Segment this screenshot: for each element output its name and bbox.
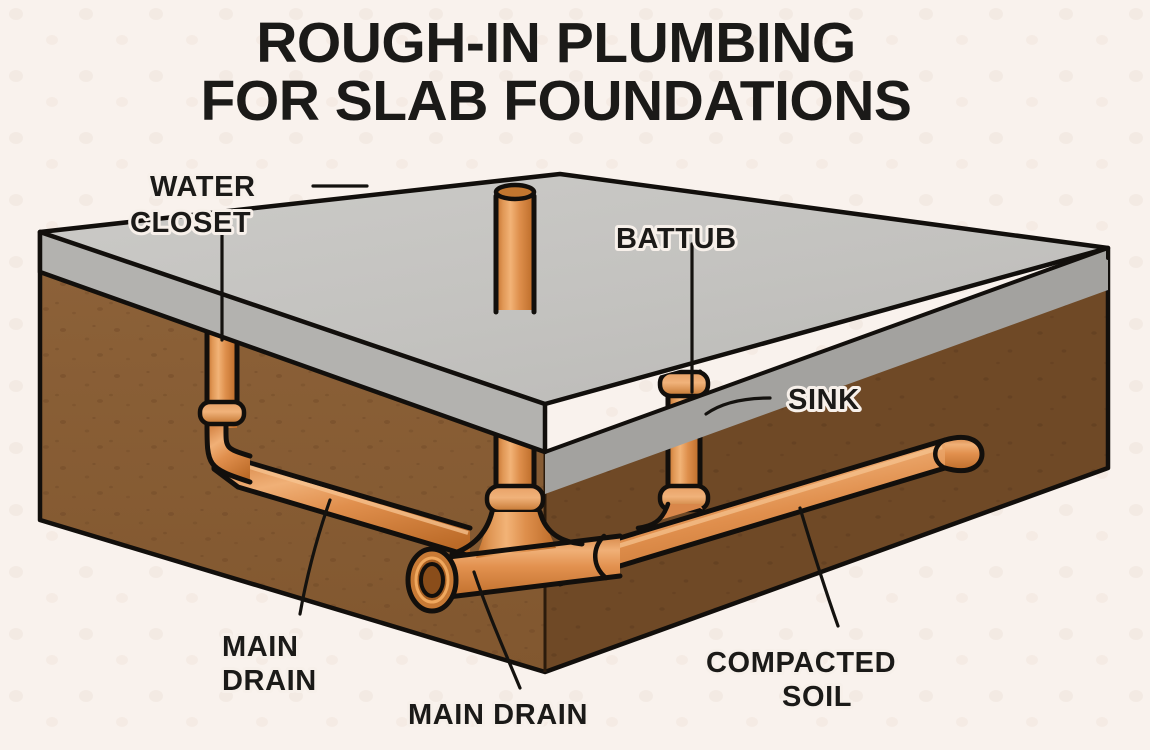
label-main-drain-bottom: MAIN DRAIN: [408, 699, 588, 731]
slab-front-band: [40, 232, 545, 452]
label-main-drain-left-line-2: DRAIN: [222, 665, 317, 697]
soil-right-texture: [545, 248, 1108, 672]
main-drain-left-highlight: [245, 464, 469, 535]
slab-top-face: [40, 174, 1108, 404]
concrete-slab: [37, 171, 1111, 494]
slab-right-band: [545, 248, 1108, 494]
main-drain-right-cap-seam: [933, 437, 948, 471]
slab-front-outline: [37, 229, 548, 455]
slab-right-outline: [543, 246, 1110, 454]
callout-labels: WATER CLOSET BATTUB SINK MAIN DRAIN MAIN…: [127, 168, 899, 734]
main-drain-open-end: [405, 546, 459, 614]
wc-collar-outline: [197, 399, 247, 427]
wc-elbow-outer: [204, 421, 253, 485]
leader-sink: [704, 396, 772, 416]
open-end-bore: [419, 562, 445, 598]
tee-barrel-bottom: [421, 573, 623, 603]
open-end-rim-outer: [405, 546, 459, 614]
main-drain-right-run: [557, 434, 985, 587]
tee-barrel: [424, 536, 620, 600]
wc-collar-body: [200, 402, 244, 424]
wc-elbow-inner: [223, 421, 253, 459]
label-bathtub: BATTUB: [616, 223, 737, 255]
bathtub-saddle-outline: [635, 501, 671, 531]
bathtub-top-collar-body: [660, 372, 708, 396]
main-drain-left-body: [214, 452, 470, 556]
tee-barrel-top: [421, 533, 623, 563]
main-drain-right-bottom: [557, 465, 948, 587]
center-stack-opening-fill: [496, 185, 534, 199]
tee-hub-seam: [593, 533, 609, 581]
tee-branch-left-fillet: [449, 509, 495, 557]
label-compacted-soil-line-1: COMPACTED: [706, 647, 896, 679]
main-drain-right-cap: [945, 437, 982, 471]
leader-main-drain-left: [298, 498, 332, 616]
title-block: ROUGH-IN PLUMBING FOR SLAB FOUNDATIONS: [201, 11, 912, 133]
leader-main-drain-bottom: [472, 570, 522, 690]
label-sink: SINK: [788, 384, 860, 416]
center-stack-opening: [493, 182, 537, 202]
main-drain-right-top: [557, 437, 948, 559]
bathtub-top-collar: [657, 369, 711, 399]
center-stack-collar-body: [487, 486, 543, 512]
label-water-closet-line-1: WATER: [150, 171, 256, 203]
wc-coupling-collar: [197, 399, 247, 427]
center-stack-upper-body: [496, 190, 534, 310]
title-line-2: FOR SLAB FOUNDATIONS: [201, 69, 912, 133]
center-stack-collar: [484, 483, 546, 515]
center-stack-upper: [493, 182, 537, 315]
drain-tee-fitting: [405, 509, 623, 614]
leader-compacted-soil: [798, 506, 840, 628]
label-water-closet-line-2: CLOSET: [130, 207, 251, 239]
label-main-drain-left-line-1: MAIN: [222, 631, 299, 663]
main-drain-right-highlight: [565, 444, 943, 565]
bathtub-top-collar-outline: [657, 369, 711, 399]
title-line-1: ROUGH-IN PLUMBING: [256, 11, 855, 75]
main-drain-right-cap-outline: [942, 434, 985, 474]
leader-lines: [220, 184, 840, 690]
bathtub-saddle: [640, 504, 703, 526]
label-compacted-soil-line-2: SOIL: [782, 681, 852, 713]
